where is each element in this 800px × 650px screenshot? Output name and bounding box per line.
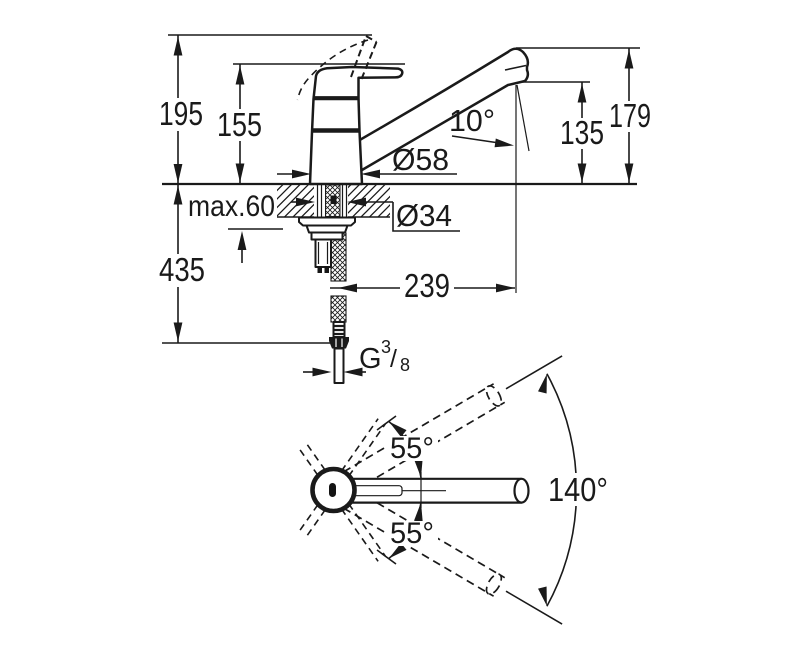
braided-hose-lower	[330, 295, 347, 323]
spout-top-view	[352, 472, 530, 508]
reference-lines	[162, 34, 640, 344]
lever-raised-dashed	[296, 35, 378, 101]
dim-195-label: 195	[159, 95, 203, 132]
spout	[354, 47, 530, 172]
lever-mark-top-view	[329, 483, 336, 497]
dim-435-label: 435	[159, 251, 205, 288]
mounting-shank	[314, 184, 348, 217]
dim-max60-label: max.60	[188, 190, 275, 223]
connection-tube	[333, 347, 345, 384]
dim-55deg-upper-label: 55°	[390, 432, 434, 465]
dim-thread-label: G 3 / 8	[359, 337, 410, 375]
dim-239-label: 239	[404, 267, 450, 304]
swivel-extreme-tubes	[343, 383, 506, 597]
escutcheon-flange	[298, 216, 356, 227]
dim-179-label: 179	[609, 97, 651, 134]
faucet-top-view	[299, 355, 578, 625]
connector-nut	[329, 337, 349, 349]
hose-assembly	[298, 216, 356, 384]
spout-outlet-line	[504, 64, 527, 71]
swivel-55-dashed-lines	[299, 418, 387, 562]
dim-d34-label: Ø34	[396, 198, 452, 233]
dim-140deg-label: 140°	[548, 471, 608, 508]
label-backgrounds	[156, 98, 655, 546]
dim-135-label: 135	[560, 114, 604, 151]
valve-cylinder	[314, 238, 332, 268]
spout-end-cap	[513, 477, 530, 504]
dim-155-label: 155	[217, 106, 262, 143]
faucet-side-view	[296, 35, 530, 293]
dim-10deg-label: 10°	[449, 103, 495, 138]
dim-55deg-lower-label: 55°	[390, 517, 434, 550]
outlet-angle-line	[516, 84, 530, 152]
dim-d58-label: Ø58	[392, 142, 449, 177]
dimension-labels: 195 155 435 179 135 max.60 Ø58 Ø34 239 1…	[159, 95, 651, 550]
